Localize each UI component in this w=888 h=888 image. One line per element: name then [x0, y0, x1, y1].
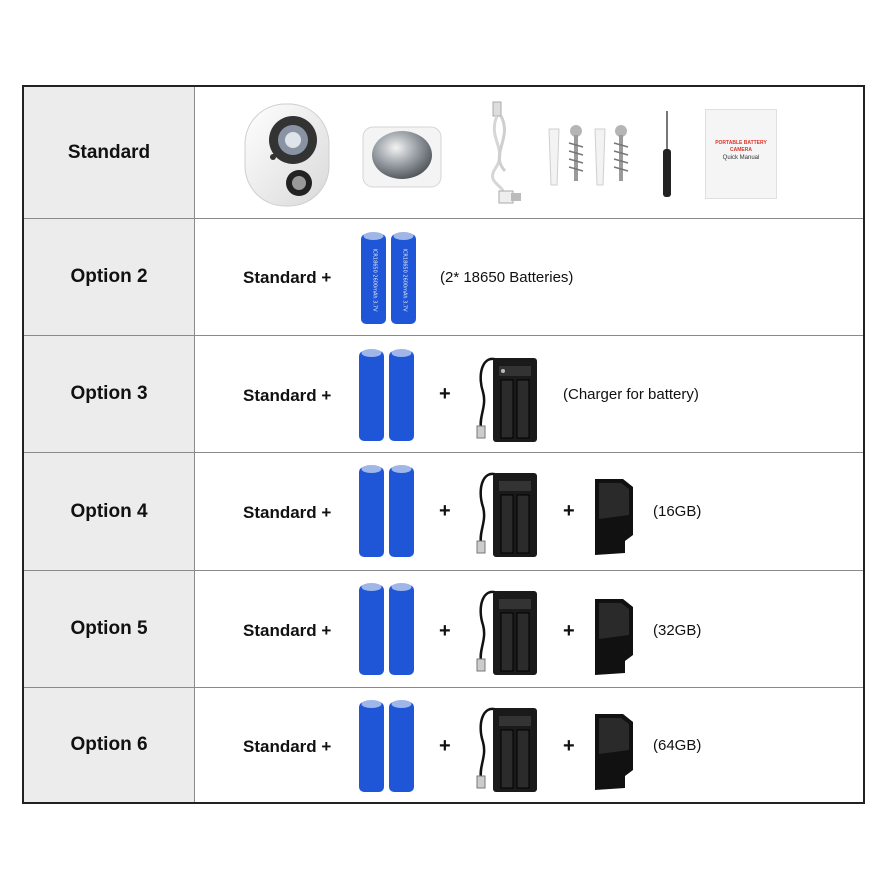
option-note: (Charger for battery) — [563, 386, 699, 403]
standard-plus-label: Standard + — [243, 268, 332, 287]
quick-manual-icon: PORTABLE BATTERY CAMERA Quick Manual — [705, 109, 777, 199]
row-content: Standard + + + (64GB) — [195, 688, 863, 802]
battery-pair-icon — [359, 700, 414, 792]
standard-plus-label: Standard + — [243, 621, 332, 640]
plus-sign: + — [439, 735, 451, 757]
battery-pair-icon — [359, 465, 414, 557]
screwdriver-icon — [663, 111, 671, 197]
row-label: Option 4 — [24, 453, 195, 570]
memory-card-icon — [595, 599, 633, 675]
battery-pair-icon: ICR18650 2600mAh 3.7V ICR18650 2600mAh 3… — [361, 232, 416, 324]
standard-plus-label: Standard + — [243, 503, 332, 522]
battery-charger-icon — [476, 472, 537, 557]
plus-sign: + — [439, 620, 451, 642]
manual-subtitle: Quick Manual — [722, 155, 760, 161]
row-option-6: Option 6 Standard + + + (64GB) — [24, 688, 863, 802]
battery-print: ICR18650 2600mAh 3.7V — [372, 248, 378, 312]
standard-plus-label: Standard + — [243, 386, 332, 405]
row-label: Option 2 — [24, 219, 195, 335]
plus-sign: + — [563, 735, 575, 757]
memory-card-icon — [595, 479, 633, 555]
row-content: Standard + + + (32GB) — [195, 571, 863, 687]
battery-pair-icon — [359, 583, 414, 675]
memory-card-icon — [595, 714, 633, 790]
row-content: Standard + ICR18650 2600mAh 3.7V ICR1865… — [195, 219, 863, 335]
mount-base-icon — [362, 126, 442, 188]
battery-charger-icon — [476, 357, 537, 442]
manual-title: PORTABLE BATTERY CAMERA — [715, 140, 767, 153]
battery-print: ICR18650 2600mAh 3.7V — [402, 248, 408, 312]
row-label: Option 6 — [24, 688, 195, 802]
row-option-2: Option 2 Standard + ICR18650 2600mAh 3.7… — [24, 219, 863, 336]
battery-charger-icon — [476, 707, 537, 792]
plus-sign: + — [563, 500, 575, 522]
plus-sign: + — [563, 620, 575, 642]
row-content: Standard + + (Charger for battery) — [195, 336, 863, 452]
row-label: Option 3 — [24, 336, 195, 452]
option-note: (64GB) — [653, 737, 702, 754]
row-option-5: Option 5 Standard + + + (32GB) — [24, 571, 863, 688]
row-label: Standard — [24, 87, 195, 218]
battery-pair-icon — [359, 349, 414, 441]
option-note: (16GB) — [653, 503, 702, 520]
row-content: PORTABLE BATTERY CAMERA Quick Manual — [195, 87, 863, 218]
row-content: Standard + + + (16GB) — [195, 453, 863, 570]
option-note: (2* 18650 Batteries) — [440, 269, 574, 286]
standard-plus-label: Standard + — [243, 737, 332, 756]
camera-icon — [244, 103, 330, 207]
row-option-3: Option 3 Standard + + (Charger for batte… — [24, 336, 863, 453]
battery-charger-icon — [476, 590, 537, 675]
row-option-4: Option 4 Standard + + + (16GB) — [24, 453, 863, 571]
row-standard: Standard — [24, 87, 863, 219]
plus-sign: + — [439, 500, 451, 522]
plus-sign: + — [439, 383, 451, 405]
option-note: (32GB) — [653, 622, 702, 639]
usb-cable-icon — [491, 101, 521, 204]
package-options-table: Standard — [22, 85, 865, 804]
row-label: Option 5 — [24, 571, 195, 687]
screws-anchors-icon — [548, 125, 629, 186]
